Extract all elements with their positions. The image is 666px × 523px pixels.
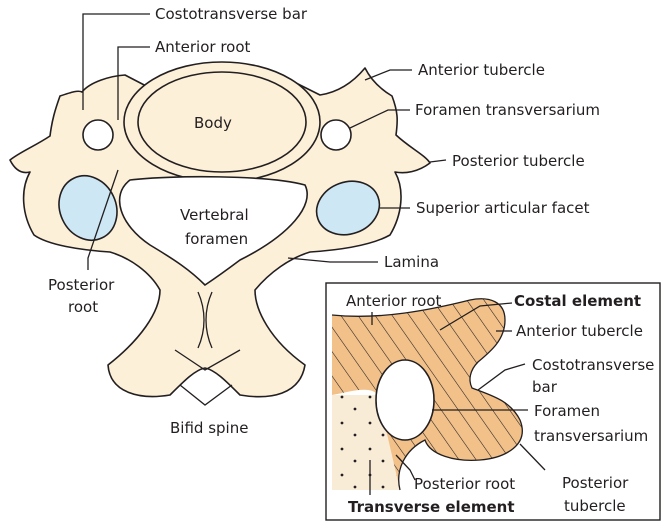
label-foramen-transversarium: Foramen transversarium [415,101,600,119]
inset-label-transverse-element: Transverse element [348,498,515,516]
inset-label-costotransverse-bar-line1: Costotransverse [532,356,654,374]
inset-label-posterior-tubercle-line2: tubercle [564,497,626,515]
foramen-transversarium-left [83,120,113,150]
label-body: Body [194,114,232,132]
label-anterior-root: Anterior root [155,38,251,56]
label-posterior-root-line1: Posterior [48,276,115,294]
inset-label-costal-element: Costal element [514,292,641,310]
inset-label-anterior-root: Anterior root [346,292,442,310]
foramen-transversarium-right [321,120,351,150]
inset-label-costotransverse-bar-line2: bar [532,378,558,396]
inset-label-foramen-transversarium-line2: transversarium [534,427,648,445]
label-posterior-root-line2: root [68,298,98,316]
label-bifid-spine: Bifid spine [170,419,248,437]
label-anterior-tubercle: Anterior tubercle [418,61,545,79]
inset-label-anterior-tubercle: Anterior tubercle [516,322,643,340]
inset-label-foramen-transversarium-line1: Foramen [534,402,600,420]
label-vertebral-foramen-line2: foramen [185,230,248,248]
label-posterior-tubercle: Posterior tubercle [452,152,585,170]
inset-label-posterior-root: Posterior root [414,475,515,493]
label-costotransverse-bar: Costotransverse bar [155,5,308,23]
inset-foramen-transversarium [376,360,434,440]
label-lamina: Lamina [384,253,439,271]
label-superior-articular-facet: Superior articular facet [416,199,590,217]
label-vertebral-foramen-line1: Vertebral [180,206,249,224]
inset-label-posterior-tubercle-line1: Posterior [562,474,629,492]
